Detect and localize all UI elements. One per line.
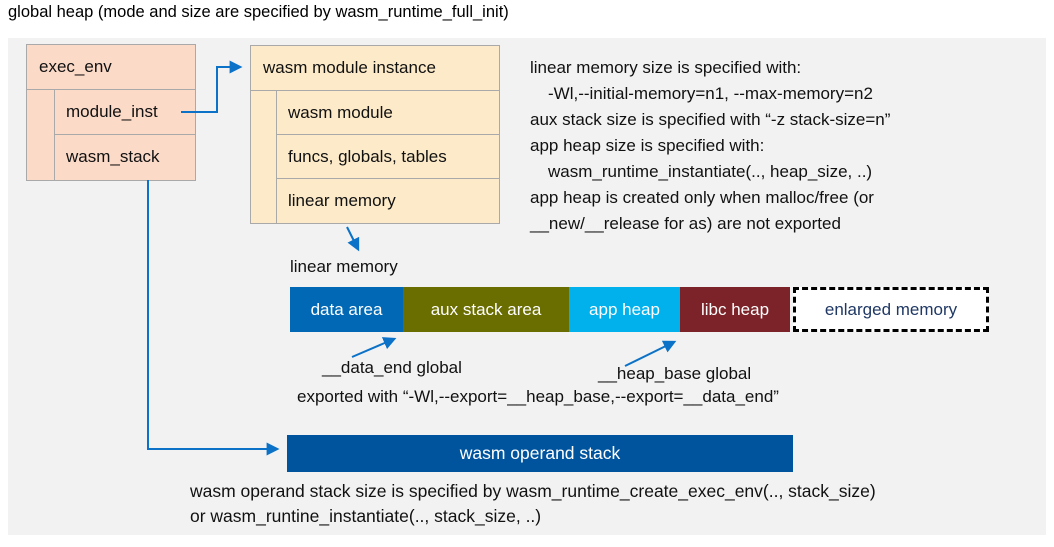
exec-env-row-wasm-stack: wasm_stack: [54, 135, 195, 180]
note-line: linear memory size is specified with:: [530, 58, 802, 77]
linear-memory-bar: data area aux stack area app heap libc h…: [290, 287, 989, 332]
heap-base-label: __heap_base global: [598, 364, 752, 383]
data-end-label: __data_end global: [322, 358, 462, 377]
segment-label: enlarged memory: [824, 299, 958, 319]
note-line: app heap size is specified with:: [530, 136, 765, 155]
segment-label: app heap: [589, 299, 660, 319]
segment-data-area: data area: [290, 287, 403, 332]
operand-stack-label: wasm operand stack: [459, 443, 621, 463]
linear-memory-label: linear memory: [290, 257, 398, 276]
stack-size-notes: wasm operand stack size is specified by …: [190, 479, 876, 529]
segment-enlarged-memory: enlarged memory: [793, 287, 989, 332]
wasm-operand-stack-bar: wasm operand stack: [287, 435, 793, 472]
note-line: aux stack size is specified with “-z sta…: [530, 110, 891, 129]
instance-row-linear-memory: linear memory: [276, 179, 499, 223]
note-line: app heap is created only when malloc/fre…: [530, 188, 874, 207]
note-line: or wasm_runtine_instantiate(.., stack_si…: [190, 506, 542, 526]
note-line: wasm_runtime_instantiate(.., heap_size, …: [548, 162, 873, 181]
note-line: -Wl,--initial-memory=n1, --max-memory=n2: [548, 84, 873, 103]
linker-notes: linear memory size is specified with: -W…: [530, 55, 1045, 237]
module-instance-header: wasm module instance: [251, 46, 499, 91]
note-line: __new/__release for as) are not exported: [530, 214, 841, 233]
exec-env-box: exec_env module_inst wasm_stack: [26, 44, 196, 181]
module-instance-box: wasm module instance wasm module funcs, …: [250, 45, 500, 224]
diagram-title: global heap (mode and size are specified…: [8, 3, 509, 21]
segment-aux-stack-area: aux stack area: [403, 287, 569, 332]
instance-row-funcs-globals-tables: funcs, globals, tables: [276, 135, 499, 179]
segment-label: aux stack area: [430, 299, 542, 319]
export-flags-label: exported with “-Wl,--export=__heap_base,…: [297, 387, 779, 406]
segment-libc-heap: libc heap: [680, 287, 790, 332]
segment-app-heap: app heap: [569, 287, 680, 332]
segment-label: data area: [310, 299, 383, 319]
exec-env-header: exec_env: [27, 45, 195, 90]
exec-env-row-module-inst: module_inst: [54, 90, 195, 135]
instance-row-wasm-module: wasm module: [276, 91, 499, 135]
note-line: wasm operand stack size is specified by …: [190, 481, 876, 501]
segment-label: libc heap: [700, 299, 770, 319]
